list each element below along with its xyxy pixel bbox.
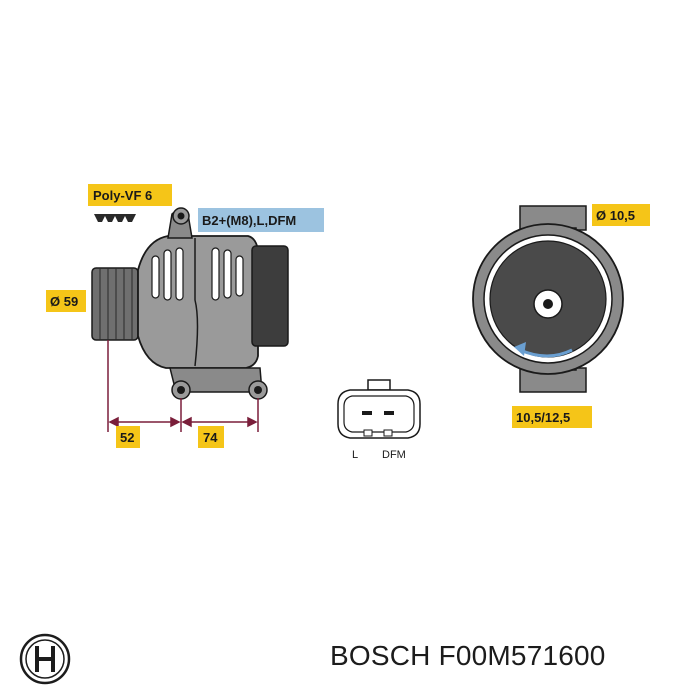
brand-name: BOSCH (330, 640, 431, 671)
pin-dfm-label: DFM (382, 449, 406, 461)
poly-v-belt-icon (94, 214, 136, 222)
offset-mount-label: 74 (203, 430, 218, 445)
pulley-diameter-tag (46, 290, 86, 312)
belt-type-label: Poly-VF 6 (93, 188, 152, 203)
product-caption: BOSCH F00M571600 (330, 640, 606, 672)
pin-l-label: L (352, 449, 358, 461)
belt-type-tag (88, 184, 172, 206)
terminal-label: B2+(M8),L,DFM (202, 213, 296, 228)
part-number: F00M571600 (438, 640, 606, 671)
terminal-tag (198, 208, 324, 232)
hole-diameter-label: Ø 10,5 (596, 208, 635, 223)
hole-diameter-tag (592, 204, 650, 226)
alternator-side-view (91, 207, 289, 432)
top-mount-ear (167, 207, 193, 239)
bosch-logo-icon (19, 633, 71, 685)
bottom-mount-ears (169, 367, 268, 400)
pulley-diameter-label: Ø 59 (50, 294, 78, 309)
rear-cover (251, 245, 289, 347)
cooling-slots (151, 247, 244, 301)
connector-plug (337, 379, 421, 439)
offset-mount-tag (198, 426, 224, 448)
dimension-lines (107, 340, 259, 432)
hole-spacing-label: 10,5/12,5 (516, 410, 570, 425)
hole-spacing-tag (512, 406, 592, 428)
offset-front-label: 52 (120, 430, 134, 445)
offset-front-tag (116, 426, 140, 448)
alternator-front-view (472, 205, 624, 393)
pulley (91, 267, 139, 341)
